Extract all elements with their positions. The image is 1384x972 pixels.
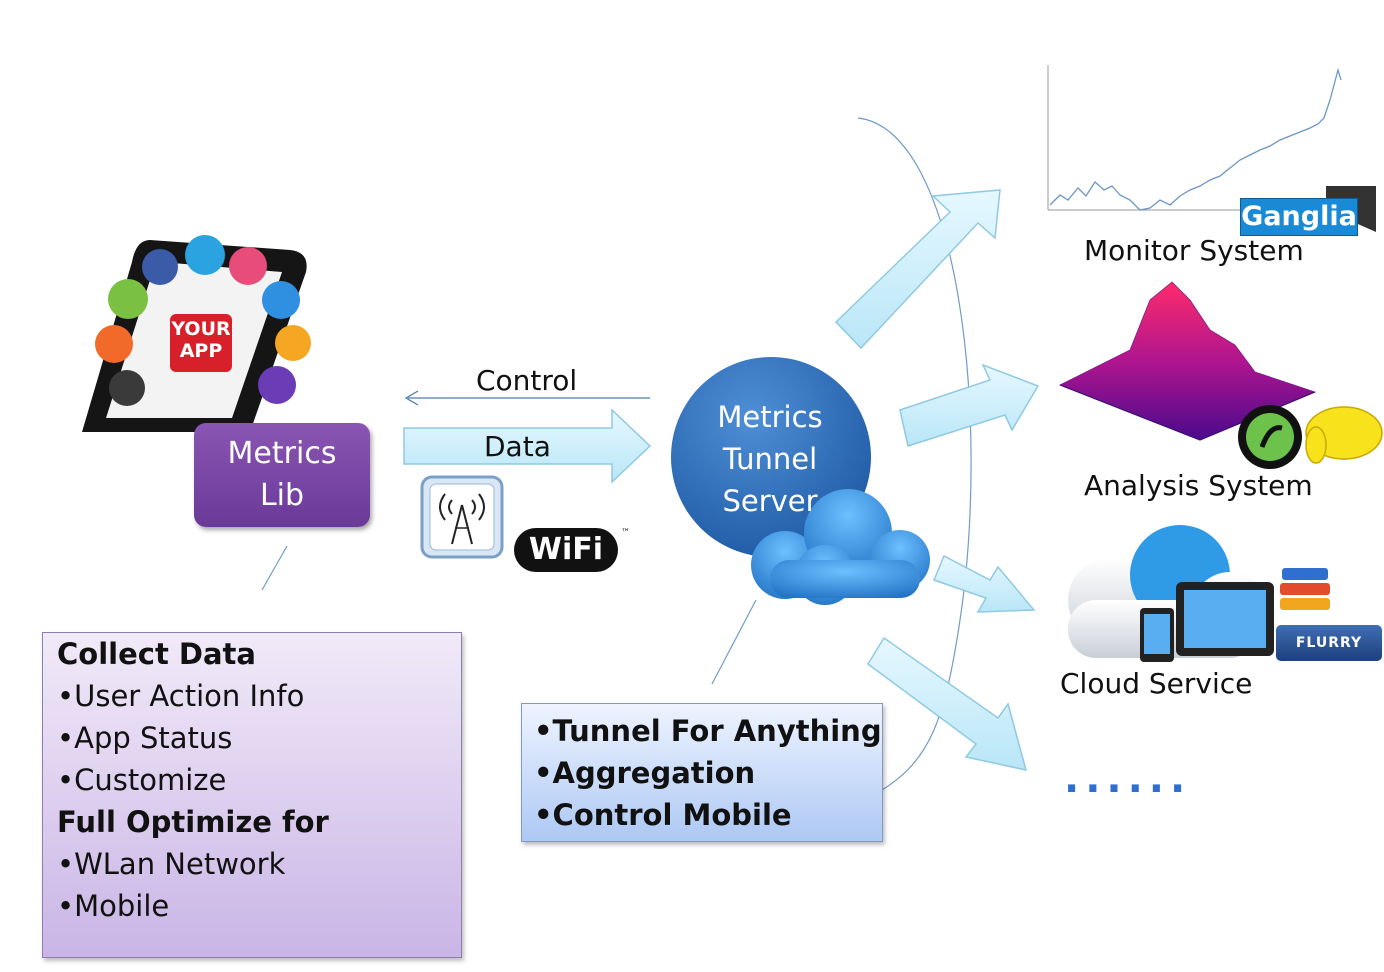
divider-curve (857, 117, 972, 791)
ganglia-badge: Ganglia (1240, 198, 1358, 236)
server-line3: Server (722, 484, 818, 518)
tunnel-item: •Tunnel For Anything (534, 714, 882, 748)
arrow-to-more (867, 636, 1028, 771)
data-label: Data (484, 430, 551, 463)
wifi-trademark: ™ (621, 528, 630, 538)
spark-logo-icon (1238, 405, 1302, 469)
collect-item: •User Action Info (57, 679, 305, 713)
analysis-system-label: Analysis System (1084, 469, 1313, 502)
tunnel-item: •Aggregation (534, 756, 756, 790)
arrow-to-monitor (834, 189, 1001, 350)
lib-callout-line (261, 545, 288, 591)
optimize-item: •Mobile (57, 889, 170, 923)
control-label: Control (476, 364, 578, 397)
control-arrow (404, 390, 650, 406)
server-callout-line (711, 599, 757, 685)
metrics-tunnel-server-label: Metrics Tunnel Server (690, 396, 850, 522)
stack-logo-icon (1280, 568, 1330, 610)
cloud-service-label: Cloud Service (1060, 667, 1253, 700)
antenna-icon (420, 475, 504, 559)
optimize-heading: Full Optimize for (57, 805, 329, 839)
server-line2: Tunnel (722, 442, 818, 476)
hadoop-elephant-icon (1305, 406, 1383, 464)
collect-data-callout: Collect Data •User Action Info •App Stat… (42, 632, 462, 958)
monitor-system-label: Monitor System (1084, 234, 1304, 267)
arrow-to-cloud (933, 554, 1036, 613)
phone-illustration (82, 235, 311, 432)
metrics-lib-box: Metrics Lib (194, 423, 370, 527)
metrics-lib-line2: Lib (259, 478, 305, 513)
flurry-badge: FLURRY (1276, 625, 1382, 661)
collect-item: •Customize (57, 763, 227, 797)
wifi-logo: WiFi (514, 528, 618, 572)
collect-heading: Collect Data (57, 637, 256, 671)
your-app-line1: YOUR (171, 318, 231, 340)
blue-cloud-icon (751, 489, 930, 605)
monitor-line-chart (1047, 65, 1342, 211)
optimize-item: •WLan Network (57, 847, 286, 881)
cloud-devices-illustration (1068, 525, 1274, 662)
collect-item: •App Status (57, 721, 233, 755)
your-app-badge: YOUR APP (170, 318, 232, 362)
more-destinations-ellipsis: ...... (1064, 756, 1192, 802)
data-arrow (403, 408, 652, 484)
tunnel-features-callout: •Tunnel For Anything •Aggregation •Contr… (521, 703, 883, 842)
tunnel-item: •Control Mobile (534, 798, 792, 832)
server-line1: Metrics (717, 400, 823, 434)
metrics-lib-line1: Metrics (227, 436, 337, 471)
your-app-line2: APP (179, 340, 223, 362)
arrow-to-analysis (899, 363, 1040, 447)
